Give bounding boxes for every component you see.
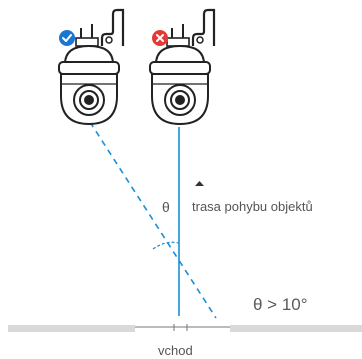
check-badge-icon (59, 30, 75, 46)
camera-antenna-icon (166, 8, 216, 47)
correct-camera (58, 8, 125, 126)
incorrect-camera (149, 8, 216, 126)
camera-antenna-icon (75, 8, 125, 47)
cross-badge-icon (152, 30, 168, 46)
motion-path-label: trasa pohybu objektů (192, 199, 313, 214)
wall-left (8, 325, 135, 332)
angled-view-line (89, 121, 217, 319)
entrance-label: vchod (158, 343, 193, 358)
angle-arc (152, 241, 180, 250)
angle-theta-label: θ (162, 199, 170, 215)
wall-right (230, 325, 362, 332)
angle-condition-label: θ > 10° (253, 295, 308, 314)
camera-body (58, 44, 120, 126)
wall (8, 324, 362, 332)
motion-direction-arrow-icon (195, 181, 204, 186)
camera-body (149, 44, 211, 126)
